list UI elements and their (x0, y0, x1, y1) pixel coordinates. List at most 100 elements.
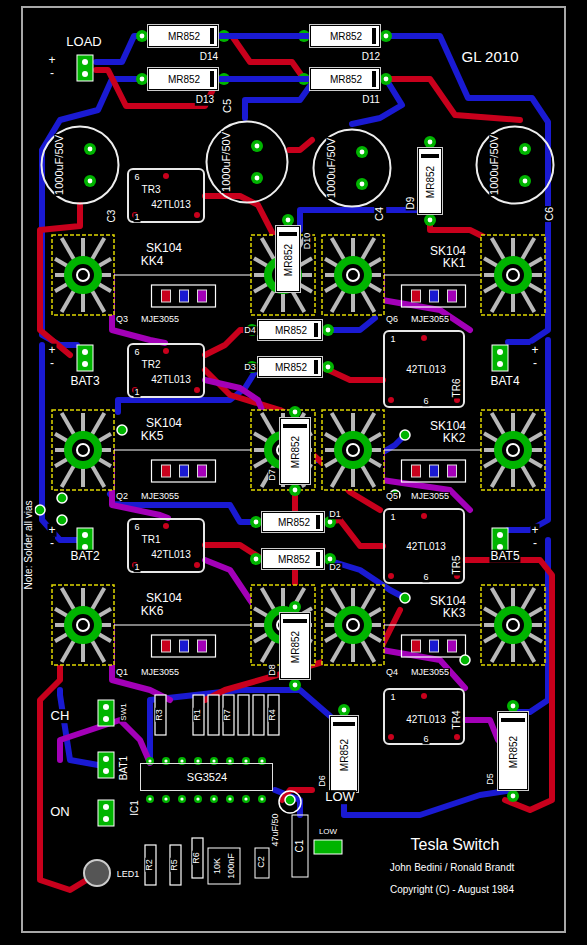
part-label: D6 (318, 774, 327, 788)
heatsink-block (481, 235, 545, 315)
trimmer-pot (208, 848, 240, 884)
solder-pad (338, 704, 350, 716)
via (400, 593, 410, 603)
fin (325, 459, 337, 466)
part-label: TR2 (141, 360, 162, 371)
fin (362, 641, 374, 662)
copper-trace (382, 275, 470, 330)
fin (522, 238, 534, 259)
fin (325, 609, 337, 616)
copper-trace (386, 79, 520, 120)
diode-box: MR852D4 (258, 320, 322, 340)
part-value: 1000uF/50V (489, 134, 501, 196)
part-value: 42TL013 (405, 365, 446, 376)
fin (55, 459, 67, 466)
terminal-pin (103, 768, 109, 774)
solder-pad (289, 406, 301, 418)
board-outline (22, 7, 565, 932)
pad-hole (293, 410, 298, 415)
part-label: KK2 (442, 432, 467, 445)
part-value: 42TL013 (405, 542, 446, 553)
solder-pad (380, 30, 392, 42)
part-value: SK104 (429, 595, 467, 608)
heatsink-fins (484, 238, 542, 312)
copper-trace (344, 790, 513, 815)
heatsink-edge (384, 450, 481, 451)
pad-hole (254, 557, 259, 562)
fin (262, 588, 274, 609)
part-value: MR852 (509, 735, 520, 769)
via (285, 795, 295, 805)
fin (511, 238, 515, 257)
silkscreen-label: - (532, 537, 538, 550)
fin (62, 641, 74, 662)
electrolytic-cap (279, 791, 301, 813)
trace-group (40, 36, 552, 890)
diode-box: MR852D3 (258, 357, 322, 377)
part-value: 42TL013 (150, 550, 191, 561)
via (57, 493, 67, 503)
fin (332, 238, 344, 259)
solder-pad (424, 136, 436, 148)
terminal-block (314, 840, 342, 854)
solder-pad (282, 214, 294, 226)
mount-hole (347, 444, 359, 456)
fin (254, 634, 267, 642)
pad-hole (140, 34, 145, 39)
copper-trace (218, 33, 310, 39)
fin (281, 293, 285, 312)
pad-hole (196, 797, 199, 800)
terminal-pin (82, 349, 88, 355)
heatsink-edge (114, 625, 251, 626)
solder-pad (251, 172, 263, 184)
pad-hole (140, 77, 145, 82)
fin (531, 448, 542, 452)
mount-ring (68, 610, 98, 640)
fin (332, 466, 344, 487)
fin (55, 623, 65, 627)
via (35, 505, 45, 515)
pad-hole (180, 797, 183, 800)
solder-pad (356, 146, 368, 158)
part-value: MR852 (274, 326, 308, 337)
pad-hole (164, 797, 167, 800)
fin (371, 623, 381, 627)
resistor-symbol (253, 695, 264, 735)
fin (92, 238, 104, 259)
led-symbol (84, 860, 110, 886)
mount-hole (347, 619, 359, 631)
fin (292, 291, 304, 312)
mount-ring (338, 260, 368, 290)
solder-pad (356, 178, 368, 190)
silkscreen-label: C3 (107, 209, 118, 224)
transformer-pin (194, 562, 200, 568)
fin (299, 258, 312, 266)
fin (511, 588, 515, 607)
heatsink-block (52, 410, 114, 490)
part-value: SG3524 (186, 772, 228, 784)
solder-pad (258, 795, 266, 803)
silkscreen-label: R3 (155, 708, 164, 722)
heatsink-fins (254, 413, 312, 487)
fin (332, 291, 344, 312)
heatsink-block (52, 585, 114, 665)
silkscreen-label: C1 (295, 839, 306, 854)
silkscreen-label: SW1 (120, 702, 128, 721)
pad-hole (511, 794, 516, 799)
silkscreen-label: MJE3055 (410, 315, 450, 324)
silkscreen-label: R6 (192, 851, 201, 865)
resistor-symbol (268, 695, 279, 735)
transformer-pin (194, 387, 200, 393)
pad-hole (328, 557, 333, 562)
transformer-pin (388, 734, 394, 740)
pad-hole (328, 520, 333, 525)
silkscreen-label: R1 (193, 708, 202, 722)
solder-pad (519, 175, 531, 187)
fin (369, 459, 381, 466)
part-value: MR852 (329, 75, 363, 86)
fin (351, 588, 355, 607)
diode-box: MR852D5 (498, 712, 528, 790)
fin (254, 284, 267, 292)
transformer-pin (388, 397, 394, 403)
fin (99, 609, 111, 616)
